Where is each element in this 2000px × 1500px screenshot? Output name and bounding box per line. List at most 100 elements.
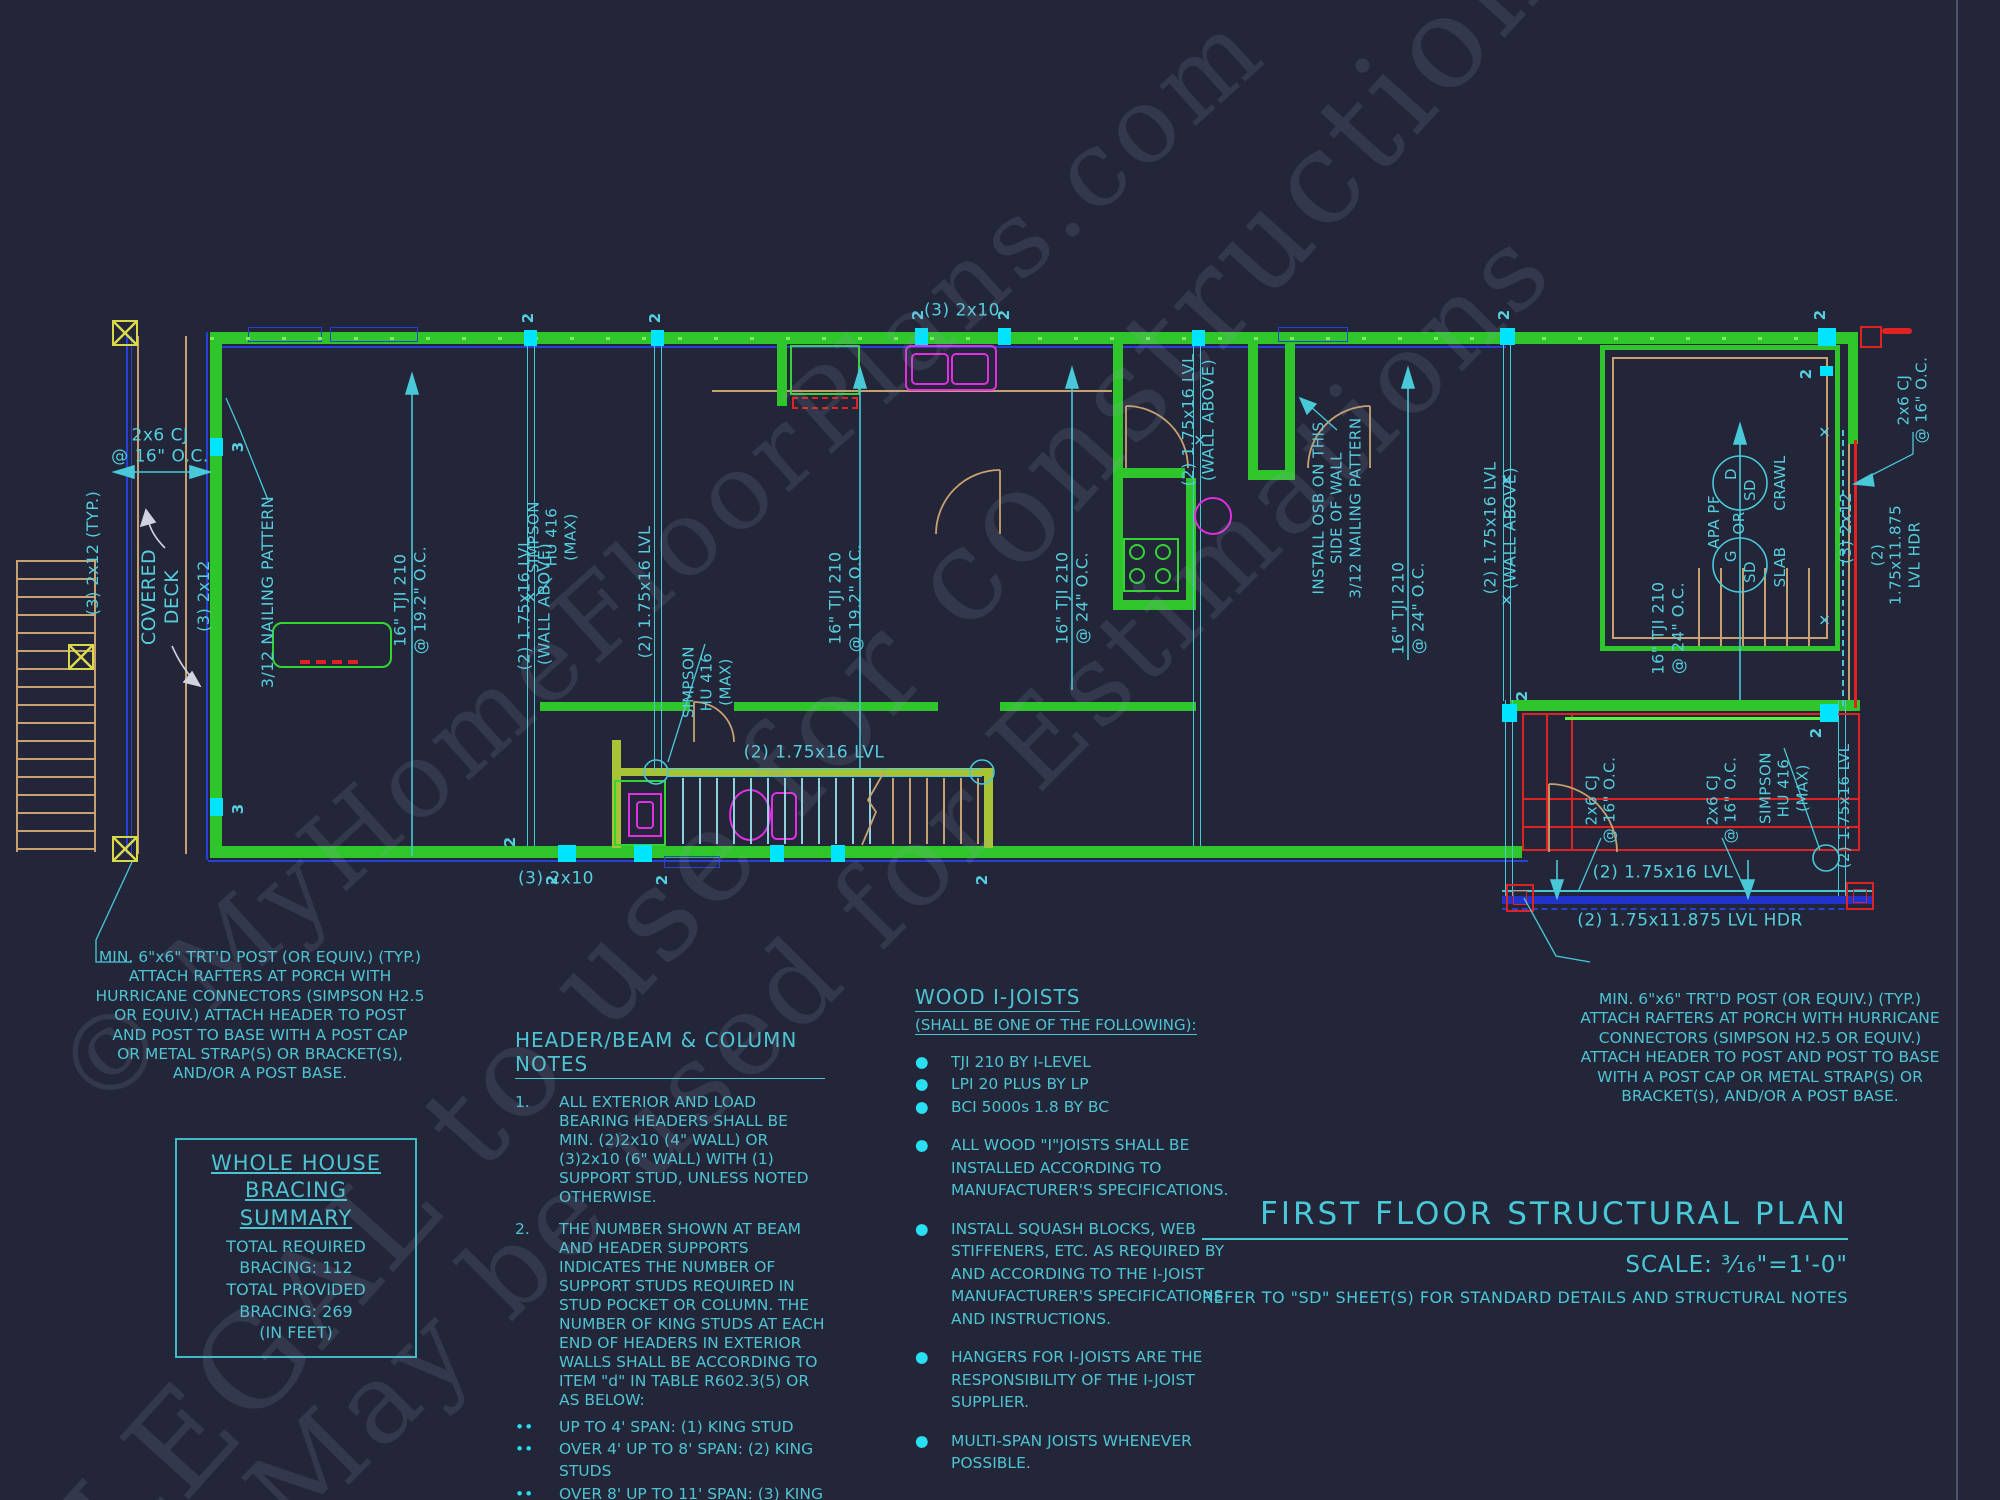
porch-header-dashed (1502, 908, 1874, 910)
beam-splice-marker: ✕ (522, 590, 540, 604)
stud-count-marker: 2 (1807, 727, 1825, 739)
plan-label: 2x6 CJ @ 16" O.C. (1703, 756, 1740, 844)
plan-label: (2) 1.75x16 LVL (743, 742, 885, 763)
wall-hall (1000, 702, 1196, 711)
bracing-summary: WHOLE HOUSE BRACING SUMMARY TOTAL REQUIR… (175, 1138, 417, 1358)
wood-i-joists-title: WOOD I-JOISTS (915, 985, 1081, 1012)
stud-count-marker: 2 (543, 874, 561, 886)
post-note-line: BRACKET(S), AND/OR A POST BASE. (1621, 1086, 1899, 1105)
plan-label: SD (1740, 560, 1759, 584)
note-item-number: 2. (515, 1220, 530, 1239)
post-note-line: AND/OR A POST BASE. (172, 1064, 348, 1083)
bullet-icon: ● (915, 1136, 929, 1155)
porch-joist (1546, 713, 1548, 851)
appliance-dashed (792, 397, 858, 409)
deck-edge-line (126, 336, 128, 854)
drawing-scale: SCALE: ³⁄₁₆"=1'-0" (1625, 1252, 1848, 1278)
plan-label: INSTALL OSB ON THIS SIDE OF WALL 3/12 NA… (1309, 417, 1365, 599)
stud-count-marker: 3 (229, 441, 247, 453)
plan-label: 16" TJI 210 @ 24" O.C. (1052, 551, 1091, 645)
header-beam-notes: HEADER/BEAM & COLUMN NOTES 1.ALL EXTERIO… (515, 1028, 825, 1500)
garage-wall-right (1848, 332, 1858, 444)
porch-wall (1505, 700, 1513, 896)
header-beam-notes-title: HEADER/BEAM & COLUMN NOTES (515, 1028, 825, 1079)
title-block: FIRST FLOOR STRUCTURAL PLAN SCALE: ³⁄₁₆"… (1201, 1196, 1848, 1307)
stud-count-marker: 2 (995, 309, 1013, 321)
wall-top-nailing-ticks (210, 337, 1858, 340)
beam-pocket (210, 438, 223, 456)
bracing-line: TOTAL PROVIDED BRACING: 269 (226, 1280, 366, 1321)
post-note-line: ATTACH HEADER TO POST AND POST TO BASE (1580, 1048, 1940, 1067)
exterior-stairs (16, 560, 96, 852)
joist-span-arrows (111, 365, 1756, 901)
post-note-right: MIN. 6"x6" TRT'D POST (OR EQUIV.) (TYP.)… (1560, 990, 1960, 1106)
sheathing-line (206, 332, 208, 860)
beam-splice-marker: ✕ (1816, 425, 1834, 439)
bullet-icon: ● (915, 1053, 929, 1071)
stair-risers (892, 778, 988, 844)
bullet-icon: ● (915, 1348, 929, 1367)
corner-post (1860, 326, 1882, 348)
plan-label: (3) 2x10 (518, 868, 594, 889)
wall-int (1285, 344, 1295, 480)
beam-pocket (1192, 330, 1205, 346)
wall-int (1113, 478, 1123, 608)
beam-pocket (1820, 704, 1838, 722)
post-note-line: OR METAL STRAP(S) OR BRACKET(S), (117, 1044, 403, 1063)
post-note-line: ATTACH RAFTERS AT PORCH WITH HURRICANE (1580, 1009, 1940, 1028)
deck-post (68, 644, 94, 670)
window-jamb (770, 845, 784, 862)
note-item-text: THE NUMBER SHOWN AT BEAM AND HEADER SUPP… (559, 1220, 825, 1409)
beam-splice-marker: ✕ (1498, 593, 1516, 607)
lvl-beam (1503, 345, 1511, 701)
bath-sink (628, 793, 662, 837)
counter-edge (712, 390, 1112, 392)
plan-label: OR (1729, 511, 1748, 535)
range (1123, 538, 1179, 592)
beam-pocket (524, 330, 537, 346)
wall-int (1113, 600, 1196, 610)
bullet-icon: •• (515, 1439, 534, 1458)
porch-post-inner (1853, 889, 1867, 903)
beam-pocket (1820, 366, 1833, 376)
stud-count-marker: 2 (1811, 309, 1829, 321)
window-jamb (915, 328, 928, 345)
burner (1129, 568, 1145, 584)
stair-header-beam (668, 769, 982, 777)
hearth-dashes (300, 660, 364, 664)
bullet-icon: •• (515, 1484, 534, 1500)
plan-label: (2) 1.75x16 LVL (635, 525, 655, 659)
garage-wall-bottom (1510, 700, 1860, 711)
drawing-reference-note: REFER TO "SD" SHEET(S) FOR STANDARD DETA… (1201, 1288, 1848, 1307)
porch-post (1506, 884, 1534, 912)
bullet-icon: ● (915, 1075, 929, 1094)
porch-post-inner (1513, 891, 1527, 905)
hanger-circles (643, 455, 1840, 872)
stair-risers (682, 778, 882, 844)
plan-label: G (1721, 549, 1740, 563)
post-note-line: CONNECTORS (SIMPSON H2.5 OR EQUIV.) (1598, 1028, 1922, 1047)
deck-edge-line (131, 336, 132, 854)
porch-joist (1522, 826, 1860, 828)
plan-label: (3) 2x12 (TYP.) (83, 490, 103, 616)
bracing-title-line2: BRACING SUMMARY (239, 1178, 353, 1230)
sheet-border (1956, 0, 1958, 1500)
stud-count-marker: 2 (1797, 368, 1815, 380)
note-item: 2. THE NUMBER SHOWN AT BEAM AND HEADER SU… (515, 1220, 825, 1409)
note-item-text: ALL EXTERIOR AND LOAD BEARING HEADERS SH… (559, 1093, 809, 1206)
post-note-line: HURRICANE CONNECTORS (SIMPSON H2.5 (95, 986, 425, 1005)
post-note-line: WITH A POST CAP OR METAL STRAP(S) OR (1597, 1067, 1923, 1086)
wall-int (1248, 470, 1295, 480)
washer (1194, 497, 1232, 535)
stud-count-marker: 3 (229, 803, 247, 815)
post-note-line: ATTACH RAFTERS AT PORCH WITH (128, 967, 392, 986)
beam-pocket (1502, 704, 1517, 722)
plan-label: SIMPSON HU 416 (MAX) (1756, 752, 1812, 824)
plan-label: 16" TJI 210 @ 24" O.C. (1648, 581, 1687, 675)
wall-hall (734, 702, 938, 711)
slab-outline (1600, 345, 1840, 651)
stud-count-marker: 2 (1495, 309, 1513, 321)
bullet-icon: ● (915, 1219, 929, 1238)
